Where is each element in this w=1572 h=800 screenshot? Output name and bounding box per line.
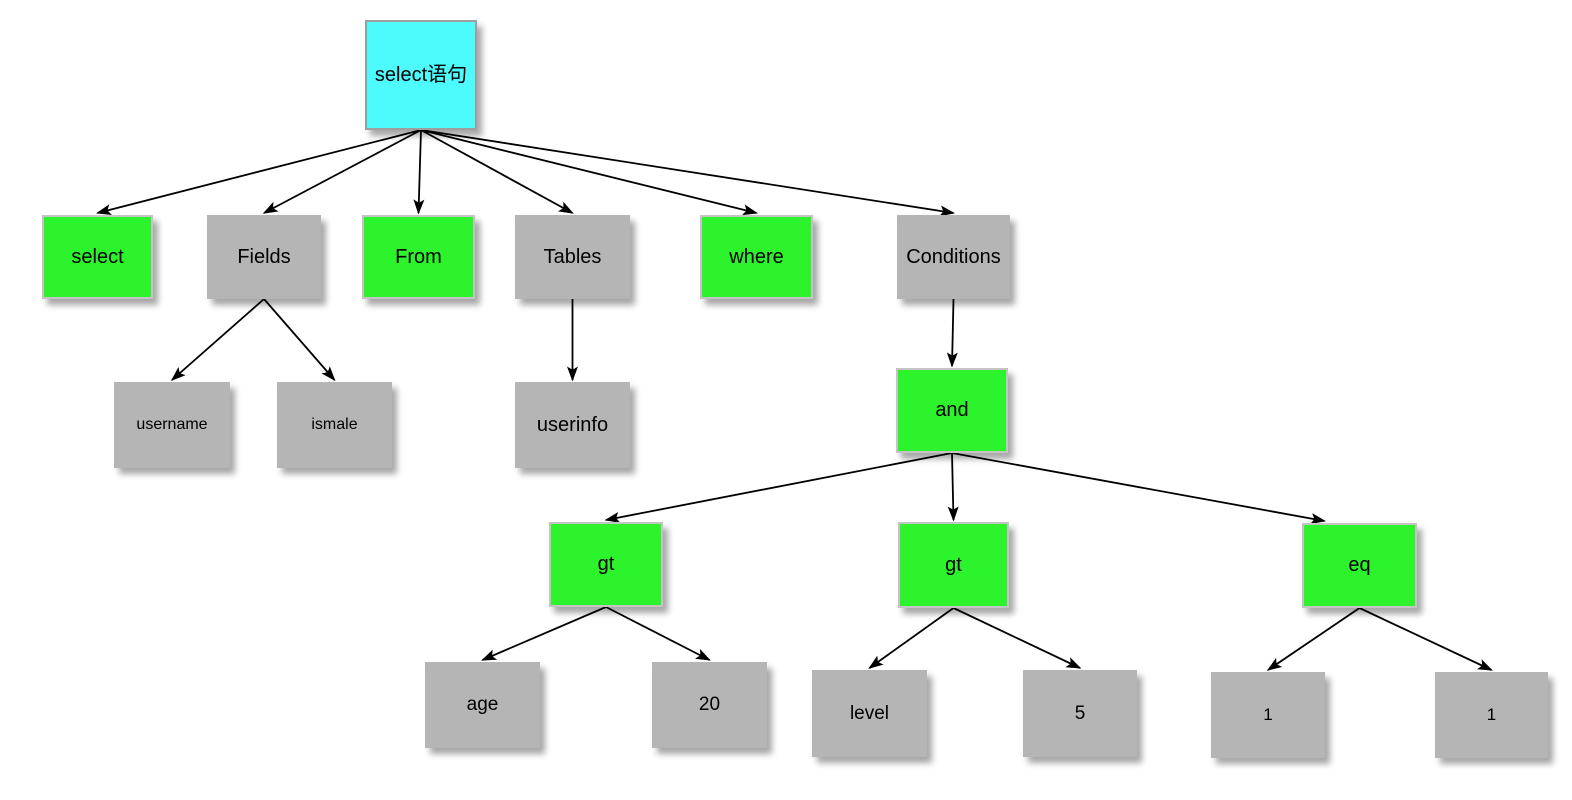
tree-node-label: username (136, 415, 208, 433)
tree-edge-conditions-and (946, 298, 958, 368)
tree-node-ismale: ismale (277, 382, 392, 468)
tree-node-label: 20 (698, 694, 721, 716)
tree-edge-root-select (96, 129, 422, 215)
tree-edge-root-from (413, 129, 425, 215)
tree-edge-gt2-num5 (953, 607, 1082, 669)
tree-edge-root-conditions (420, 129, 955, 217)
tree-node-label: select语句 (374, 63, 468, 86)
tree-node-label: ismale (311, 415, 358, 433)
tree-node-label: gt (597, 553, 615, 575)
tree-node-label: Conditions (906, 245, 1001, 268)
tree-edge-root-where (420, 129, 758, 216)
tree-node-label: From (395, 245, 442, 268)
tree-node-label: and (935, 399, 969, 421)
tree-node-label: eq (1348, 554, 1371, 576)
tree-node-one1: 1 (1211, 672, 1325, 758)
tree-edge-and-gt2 (947, 452, 959, 522)
tree-node-and: and (896, 368, 1008, 453)
tree-node-select: select (42, 215, 153, 299)
tree-node-label: age (466, 694, 499, 716)
tree-edge-fields-username (170, 298, 265, 381)
tree-node-label: 1 (1263, 705, 1273, 725)
tree-node-label: level (849, 702, 890, 724)
tree-edge-root-fields (262, 129, 422, 214)
tree-node-root: select语句 (365, 20, 477, 130)
tree-node-gt1: gt (549, 522, 663, 607)
tree-edge-and-eq (951, 452, 1326, 524)
tree-edge-root-tables (420, 129, 574, 214)
tree-node-level: level (812, 670, 927, 757)
tree-edge-eq-one1 (1266, 607, 1361, 671)
tree-node-label: 1 (1486, 705, 1497, 725)
tree-node-label: 5 (1074, 702, 1086, 724)
tree-edge-eq-one2 (1359, 607, 1493, 671)
tree-node-username: username (114, 382, 230, 468)
tree-node-where: where (700, 215, 813, 299)
tree-node-eq: eq (1302, 523, 1417, 608)
tree-node-num20: 20 (652, 662, 767, 748)
tree-edge-gt1-num20 (605, 606, 711, 661)
tree-node-fields: Fields (207, 215, 321, 299)
tree-edge-fields-ismale (263, 298, 336, 382)
tree-node-label: Tables (543, 245, 602, 268)
tree-edge-gt2-level (868, 607, 955, 669)
tree-node-num5: 5 (1023, 670, 1137, 757)
tree-edge-gt1-age (481, 606, 607, 661)
tree-node-one2: 1 (1435, 672, 1548, 758)
tree-node-label: gt (945, 553, 962, 576)
tree-node-label: userinfo (536, 413, 609, 436)
tree-node-age: age (425, 662, 540, 748)
tree-edge-and-gt1 (604, 452, 953, 523)
tree-node-from: From (362, 215, 475, 299)
tree-node-conditions: Conditions (897, 215, 1010, 299)
tree-node-label: Fields (237, 245, 291, 268)
tree-node-label: select (71, 245, 124, 268)
tree-node-tables: Tables (515, 215, 630, 299)
tree-node-gt2: gt (898, 522, 1009, 608)
tree-node-label: where (729, 245, 784, 268)
tree-node-userinfo: userinfo (515, 382, 630, 468)
